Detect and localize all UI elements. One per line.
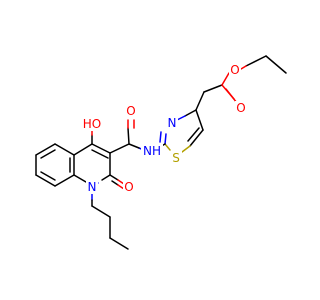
bond (54, 143, 75, 156)
bond (109, 237, 129, 250)
bond (127, 127, 130, 145)
bond (187, 127, 200, 142)
bond (101, 174, 111, 181)
bond (73, 174, 87, 183)
bond (54, 174, 75, 187)
bond (35, 143, 56, 156)
atom-label: N (88, 180, 97, 194)
label-background (235, 101, 247, 115)
label-background (170, 151, 182, 165)
atom-label: O (236, 101, 245, 115)
bonds (35, 55, 287, 250)
atom-label: S (172, 151, 180, 165)
bond (189, 129, 204, 147)
atom-label: N (168, 116, 177, 130)
bond (91, 205, 111, 218)
thiazole-nitrogen: N (166, 116, 178, 130)
bond (203, 84, 223, 93)
bond (221, 72, 230, 86)
label-background (86, 180, 98, 194)
molecule-diagram: O O HO O NH N S O (35, 55, 287, 250)
atom-label: NH (143, 144, 161, 158)
bond (159, 131, 162, 143)
thiazole-sulfur: S (170, 151, 182, 165)
bond (225, 88, 238, 104)
bond (184, 109, 197, 117)
bond (195, 109, 204, 131)
bond (195, 91, 205, 111)
bond (128, 143, 140, 149)
bond (265, 55, 287, 74)
label-background (123, 180, 135, 194)
bond (164, 143, 171, 151)
ring-nitrogen: N (86, 180, 98, 194)
bond (176, 115, 186, 121)
bond (111, 180, 119, 186)
atom-label: HO (83, 117, 101, 131)
atom-label: O (230, 63, 239, 77)
hydroxyl-group: HO (80, 117, 104, 131)
bond (181, 145, 191, 153)
bond (40, 171, 56, 181)
ester-carbonyl-oxygen: O (235, 101, 247, 115)
amide-oxygen: O (125, 104, 137, 118)
label-background (166, 116, 178, 130)
bond (109, 174, 119, 181)
ring-carbonyl-oxygen: O (123, 180, 135, 194)
bond (40, 149, 56, 159)
atom-label: O (124, 180, 133, 194)
label-background (141, 144, 163, 158)
bond (164, 133, 167, 145)
bond (91, 143, 111, 154)
atom-labels: O O HO O NH N S O (80, 63, 247, 194)
label-background (229, 63, 241, 77)
bond (109, 143, 130, 154)
label-background (80, 117, 104, 131)
bond (35, 174, 56, 187)
label-background (125, 104, 137, 118)
bond (245, 55, 267, 67)
bond (91, 149, 109, 159)
bond (240, 65, 247, 70)
ester-ether-oxygen: O (229, 63, 241, 77)
atom-label: O (126, 104, 135, 118)
bond (73, 143, 93, 156)
amide-nitrogen: NH (141, 144, 163, 158)
